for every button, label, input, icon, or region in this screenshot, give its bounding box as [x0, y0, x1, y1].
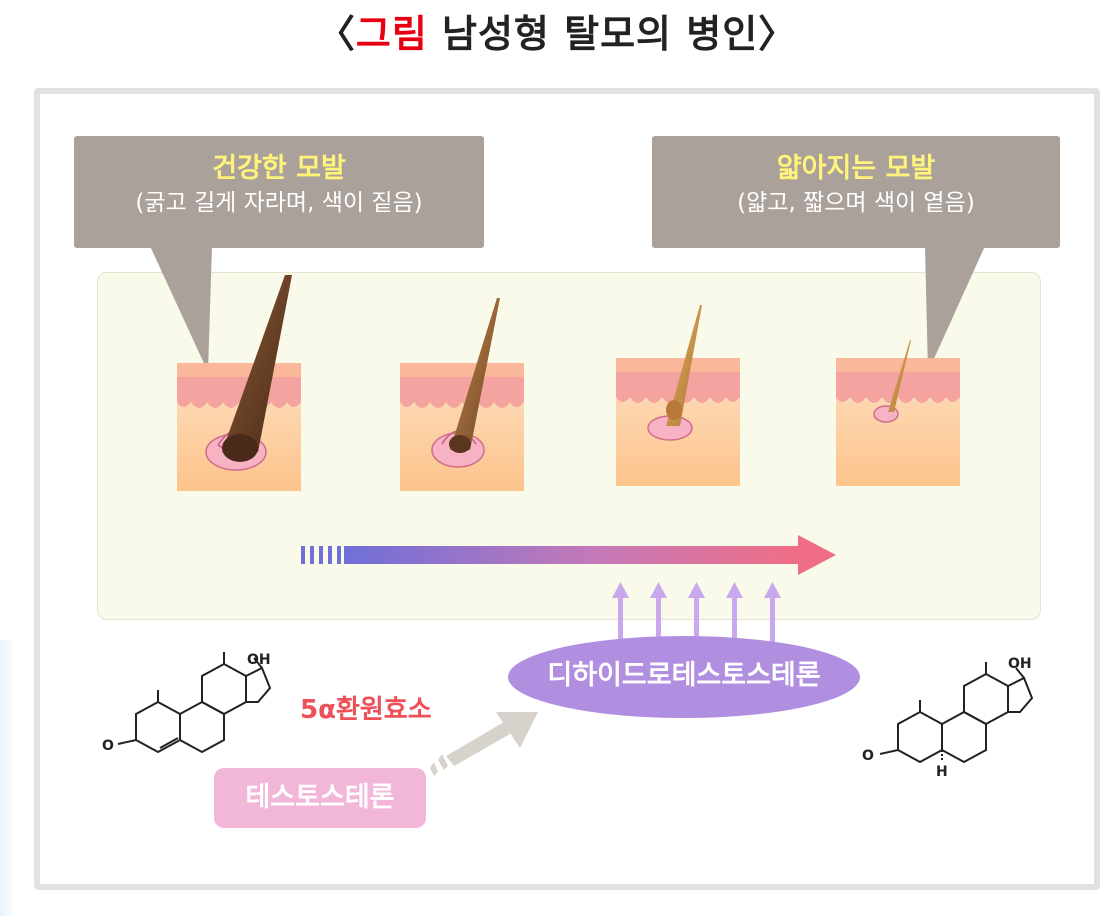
follicle-stage-3 [616, 305, 740, 486]
dht-o-label: O [862, 748, 874, 764]
follicle-stage-4 [836, 340, 960, 486]
testosterone-o-label: O [102, 738, 114, 754]
figure-title: 〈그림 남성형 탈모의 병인〉 [0, 4, 1114, 64]
follicle-stage-2 [400, 298, 524, 491]
healthy-hair-title: 건강한 모발 [212, 153, 346, 184]
enzyme-label: 5α환원효소 [300, 695, 432, 725]
thinning-hair-bubble: 얇아지는 모발 (얇고, 짧으며 색이 옅음) [652, 136, 1060, 248]
thinning-hair-title: 얇아지는 모발 [776, 153, 936, 184]
title-accent: 그림 [355, 12, 428, 56]
up-arrow-group [612, 582, 781, 642]
title-main: 남성형 탈모의 병인〉 [427, 12, 798, 56]
left-edge-glow [0, 640, 16, 916]
title-prefix: 〈 [316, 12, 356, 56]
healthy-hair-subtitle: (굵고 길게 자라며, 색이 짙음) [135, 190, 423, 216]
dht-h-label: H [936, 764, 948, 780]
testosterone-label: 테스토스테론 [214, 768, 426, 828]
testosterone-oh-label: OH [247, 652, 271, 668]
healthy-hair-bubble: 건강한 모발 (굵고 길게 자라며, 색이 짙음) [74, 136, 484, 248]
thinning-hair-subtitle: (얇고, 짧으며 색이 옅음) [737, 190, 975, 216]
dht-label: 디하이드로테스토스테론 [508, 636, 860, 718]
dht-oh-label: OH [1008, 656, 1032, 672]
follicle-stage-1 [177, 275, 301, 491]
